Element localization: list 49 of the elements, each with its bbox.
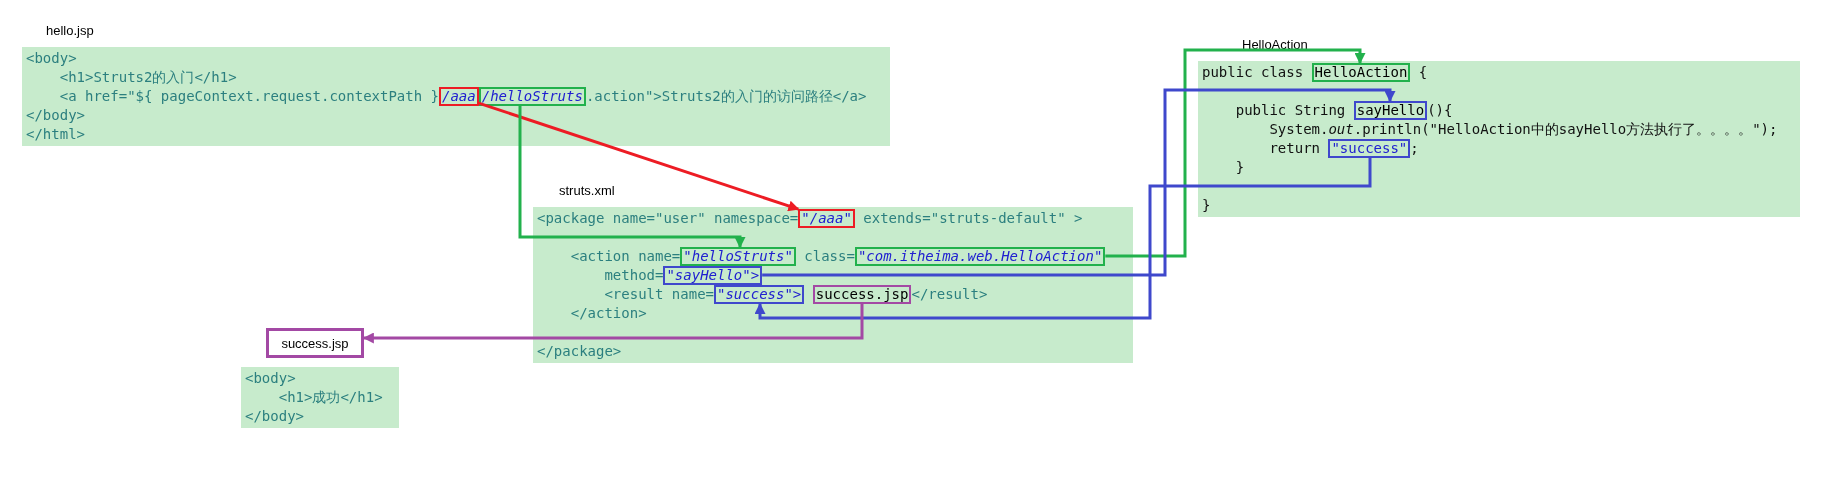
code-text: </body>	[26, 107, 85, 123]
code-text: method=	[604, 267, 664, 283]
code-text: return	[1269, 140, 1320, 156]
arrow	[478, 101, 800, 212]
code-text: <a href="${ pageContext.request.contextPath }	[59, 88, 439, 104]
code-text: }	[1202, 197, 1211, 213]
highlight-box: "com.itheima.web.HelloAction"	[854, 247, 1106, 266]
code-text: </result>	[911, 286, 988, 302]
highlight-box: "/aaa"	[798, 209, 855, 228]
file-name-label: HelloAction	[1242, 37, 1308, 52]
highlight-box: HelloAction	[1311, 63, 1411, 82]
arrow	[1105, 48, 1366, 258]
code-text: </html>	[26, 126, 85, 142]
code-text: System.out.println("HelloAction中的sayHello方法执行了。。。。");	[1269, 121, 1778, 137]
highlight-box: "sayHello">	[663, 266, 763, 285]
code-panel	[241, 367, 399, 428]
highlight-box: "success">	[714, 285, 805, 304]
highlight-box: "success"	[1328, 139, 1411, 158]
code-text: }	[1235, 159, 1245, 175]
code-text: extends="struts-default" >	[863, 210, 1083, 226]
arrow	[362, 304, 864, 344]
code-text: <h1>成功</h1>	[278, 389, 383, 405]
code-text: <body>	[26, 50, 77, 66]
code-text: class=	[804, 248, 855, 264]
code-text: </body>	[245, 408, 304, 424]
code-text: (){	[1427, 102, 1453, 118]
highlight-box: sayHello	[1353, 101, 1428, 120]
code-text: public class	[1202, 64, 1304, 80]
arrow	[762, 88, 1396, 277]
file-name-label: hello.jsp	[46, 23, 94, 38]
code-text: .action">Struts2的入门的访问路径</a>	[585, 88, 867, 104]
file-name-label: struts.xml	[559, 183, 615, 198]
code-text: </action>	[570, 305, 647, 321]
code-text: <body>	[245, 370, 296, 386]
highlight-box: success.jsp	[812, 285, 912, 304]
code-text: </package>	[537, 343, 622, 359]
code-text: <result name=	[604, 286, 714, 302]
highlight-box: "helloStruts"	[680, 247, 796, 266]
code-text: <package name="user" namespace=	[537, 210, 799, 226]
highlight-box: /aaa	[439, 87, 479, 106]
code-text: <h1>Struts2的入门</h1>	[59, 69, 237, 85]
code-text: public String	[1235, 102, 1346, 118]
code-text: {	[1418, 64, 1428, 80]
code-text: ;	[1410, 140, 1419, 156]
arrow	[754, 158, 1372, 320]
code-text: <action name=	[570, 248, 681, 264]
arrow	[518, 106, 746, 249]
highlight-box: /helloStruts	[478, 87, 586, 106]
file-name-box: success.jsp	[266, 328, 364, 358]
